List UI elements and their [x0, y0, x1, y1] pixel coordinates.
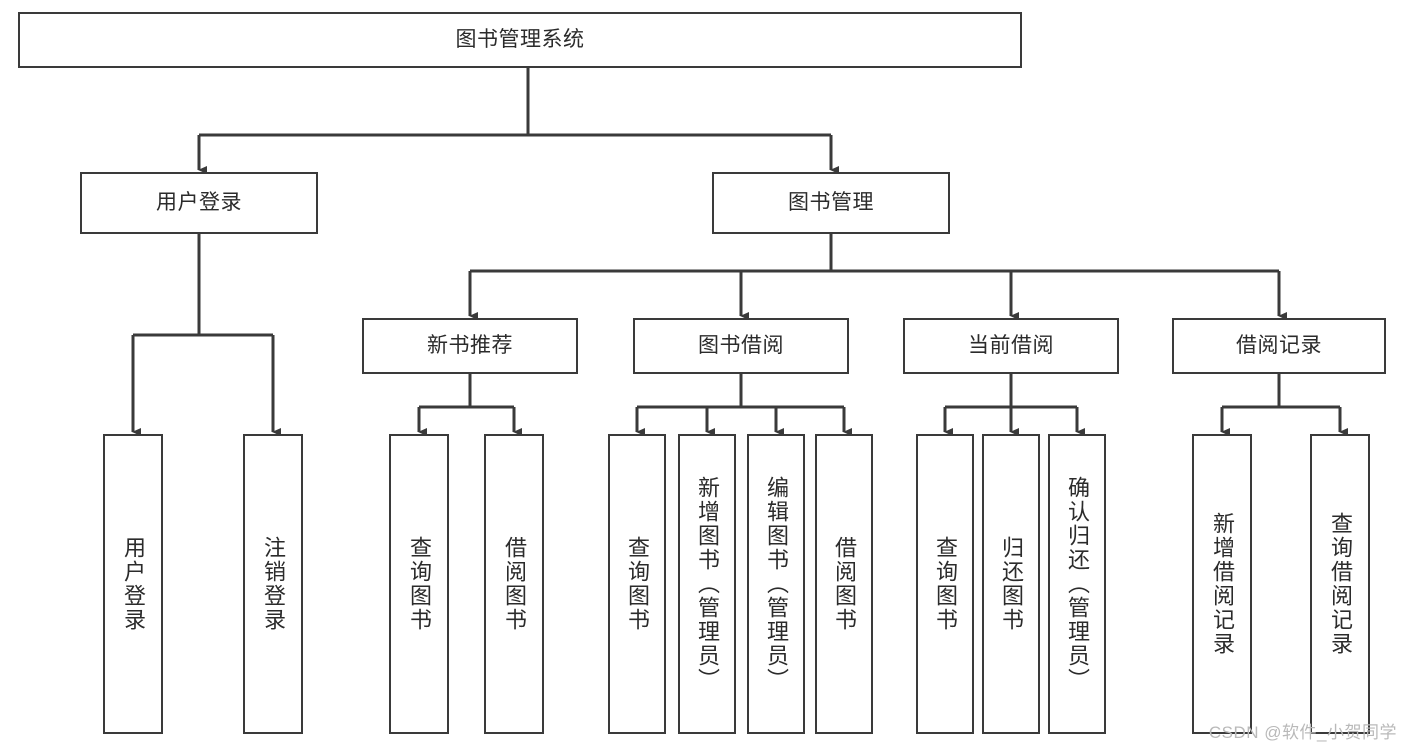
node-label: 新书推荐	[427, 333, 513, 357]
node-r2[interactable]: 查询借阅记录	[1310, 434, 1370, 734]
node-label: 归还图书	[999, 536, 1024, 632]
node-l1[interactable]: 用户登录	[103, 434, 163, 734]
node-label: 图书管理	[788, 190, 874, 214]
node-c1[interactable]: 查询图书	[916, 434, 974, 734]
node-l2[interactable]: 注销登录	[243, 434, 303, 734]
node-label: 查询图书	[407, 536, 432, 632]
node-label: 图书管理系统	[455, 27, 585, 51]
connector-lines	[131, 68, 1348, 436]
node-bookmgmt[interactable]: 图书管理	[712, 172, 950, 234]
node-label: 编辑图书（管理员）	[764, 476, 789, 692]
node-label: 注销登录	[261, 536, 286, 632]
node-label: 用户登录	[156, 190, 242, 214]
node-root[interactable]: 图书管理系统	[18, 12, 1022, 68]
node-b4[interactable]: 借阅图书	[815, 434, 873, 734]
node-c3[interactable]: 确认归还（管理员）	[1048, 434, 1106, 734]
node-label: 确认归还（管理员）	[1065, 476, 1090, 692]
node-label: 用户登录	[121, 536, 146, 632]
node-c2[interactable]: 归还图书	[982, 434, 1040, 734]
node-login[interactable]: 用户登录	[80, 172, 318, 234]
node-label: 借阅记录	[1236, 333, 1322, 357]
node-newbook[interactable]: 新书推荐	[362, 318, 578, 374]
node-current[interactable]: 当前借阅	[903, 318, 1119, 374]
node-n1[interactable]: 查询图书	[389, 434, 449, 734]
node-borrow[interactable]: 图书借阅	[633, 318, 849, 374]
node-records[interactable]: 借阅记录	[1172, 318, 1386, 374]
node-label: 图书借阅	[698, 333, 784, 357]
node-label: 新增图书（管理员）	[695, 476, 720, 692]
node-n2[interactable]: 借阅图书	[484, 434, 544, 734]
node-r1[interactable]: 新增借阅记录	[1192, 434, 1252, 734]
node-label: 借阅图书	[502, 536, 527, 632]
node-label: 当前借阅	[968, 333, 1054, 357]
node-b3[interactable]: 编辑图书（管理员）	[747, 434, 805, 734]
node-b2[interactable]: 新增图书（管理员）	[678, 434, 736, 734]
node-label: 查询图书	[933, 536, 958, 632]
node-label: 查询图书	[625, 536, 650, 632]
node-b1[interactable]: 查询图书	[608, 434, 666, 734]
node-label: 借阅图书	[832, 536, 857, 632]
node-label: 新增借阅记录	[1210, 512, 1235, 656]
node-label: 查询借阅记录	[1328, 512, 1353, 656]
